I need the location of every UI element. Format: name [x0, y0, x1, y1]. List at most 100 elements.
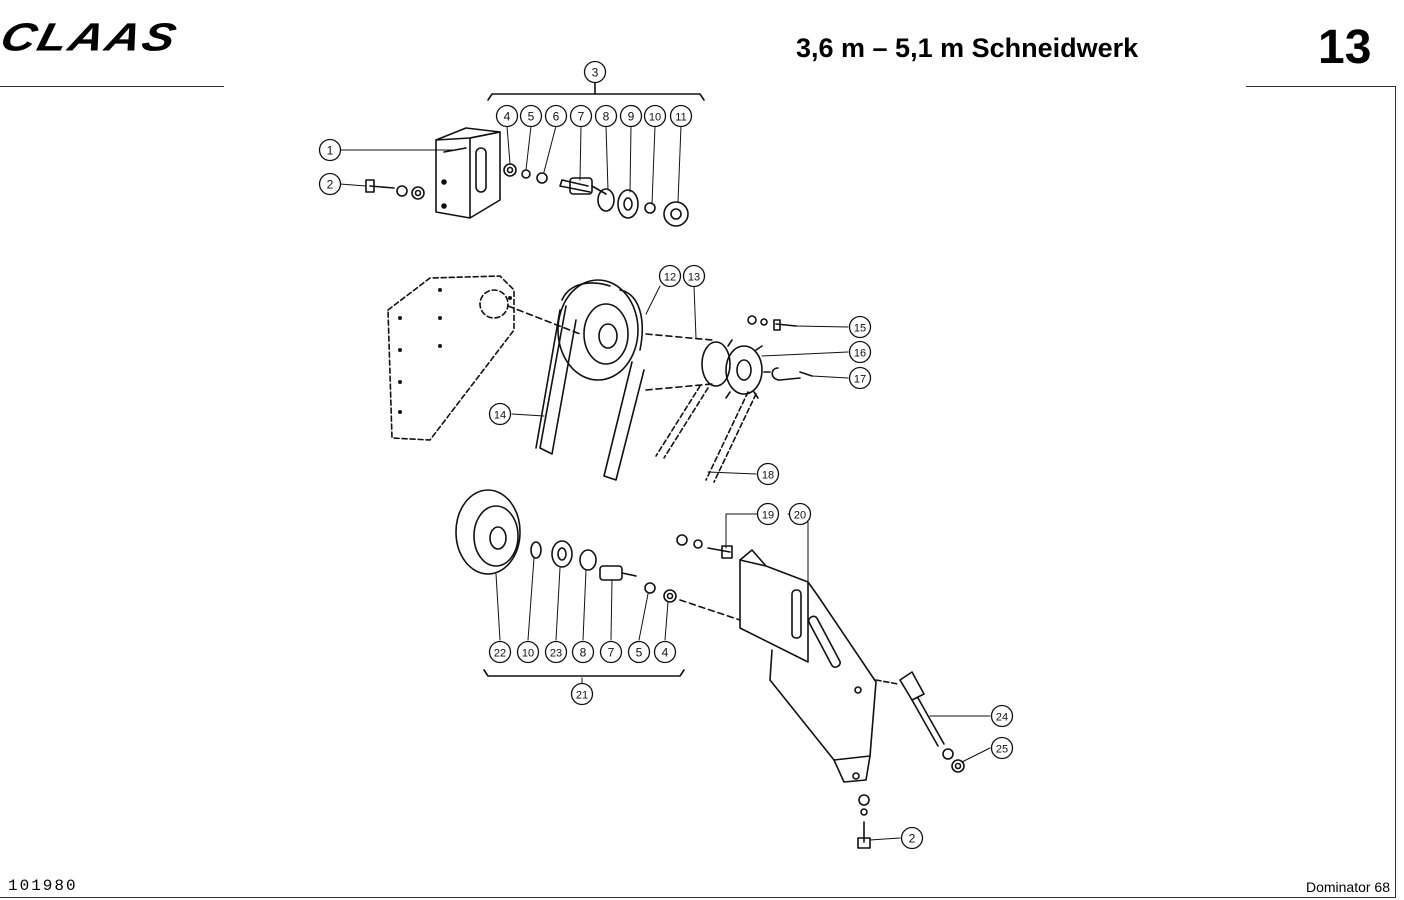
callout-circle	[619, 104, 643, 128]
callout-label: 1	[327, 144, 334, 158]
plate-holes	[398, 288, 512, 414]
callout-label: 14	[494, 410, 506, 422]
callout-circle	[488, 640, 512, 664]
page-title: 3,6 m – 5,1 m Schneidwerk	[796, 33, 1139, 63]
callout-label: 19	[762, 510, 774, 522]
callout-label: 6	[553, 110, 560, 124]
callout-label: 4	[504, 110, 511, 124]
callout-label: 22	[494, 648, 506, 660]
callout-18: 18	[756, 462, 780, 486]
callout-label: 10	[649, 112, 661, 124]
callout-1: 1	[318, 138, 342, 162]
bolt-nut-set-part-2-top	[365, 179, 425, 200]
callout-8: 8	[571, 640, 595, 664]
callout-label: 21	[576, 690, 588, 702]
chain-part-18	[655, 385, 757, 483]
callout-label: 8	[580, 646, 587, 660]
bracket-part-20	[739, 549, 877, 783]
callout-circle	[788, 502, 812, 526]
callout-label: 15	[854, 323, 866, 335]
callout-2: 2	[900, 826, 924, 850]
callout-5: 5	[519, 104, 543, 128]
mounting-plate	[387, 275, 515, 441]
callout-label: 4	[662, 646, 669, 660]
callout-label: 3	[592, 66, 599, 80]
callout-circle	[682, 264, 706, 288]
v-belt-part-14	[535, 305, 645, 481]
frame-bottom-line	[0, 897, 1396, 898]
callout-17: 17	[848, 366, 872, 390]
callout-10: 10	[516, 640, 540, 664]
kit-bracket-21	[483, 669, 685, 677]
callout-circle	[495, 104, 519, 128]
kit-bracket-3	[487, 93, 705, 101]
callout-circle	[643, 104, 667, 128]
callout-circle	[653, 640, 677, 664]
callout-label: 20	[794, 510, 806, 522]
callout-circle	[516, 640, 540, 664]
callout-15: 15	[848, 315, 872, 339]
callout-label: 18	[762, 470, 774, 482]
callout-label: 8	[603, 110, 610, 124]
callout-9: 9	[619, 104, 643, 128]
callout-circle	[594, 104, 618, 128]
bolt-nut-set-part-15	[747, 315, 797, 331]
callout-4: 4	[653, 640, 677, 664]
callout-circle	[318, 138, 342, 162]
callout-circle	[519, 104, 543, 128]
callout-label: 24	[996, 712, 1008, 724]
callout-circle	[544, 640, 568, 664]
callout-7: 7	[569, 104, 593, 128]
callout-label: 12	[664, 272, 676, 284]
callout-19: 19	[756, 502, 780, 526]
callout-circle	[544, 104, 568, 128]
callout-circle	[569, 104, 593, 128]
page-number: 13	[1318, 21, 1372, 74]
bolt-nut-set-part-2-bottom	[857, 794, 871, 849]
callout-24: 24	[990, 704, 1014, 728]
callout-10: 10	[643, 104, 667, 128]
callout-label: 17	[854, 374, 866, 386]
bolt-nut-set-part-19	[676, 534, 733, 559]
callout-label: 2	[909, 832, 916, 846]
callout-11: 11	[669, 104, 693, 128]
nut-part-25	[942, 748, 965, 773]
callout-21: 21	[570, 682, 594, 706]
callout-label: 25	[996, 744, 1008, 756]
key-part-17	[771, 367, 813, 381]
callout-16: 16	[848, 340, 872, 364]
callout-circle	[488, 402, 512, 426]
axle-centerline-middle	[507, 305, 581, 335]
callout-circle	[627, 640, 651, 664]
pulley-part-12	[557, 279, 643, 381]
frame-right-line	[1395, 86, 1396, 898]
callout-20: 20	[788, 502, 812, 526]
callout-circle	[599, 640, 623, 664]
callout-12: 12	[658, 264, 682, 288]
callout-circle	[669, 104, 693, 128]
callout-circle	[583, 60, 607, 84]
callout-circle	[990, 704, 1014, 728]
callout-circle	[756, 462, 780, 486]
callout-circle	[571, 640, 595, 664]
callout-7: 7	[599, 640, 623, 664]
callout-label: 5	[528, 110, 535, 124]
callout-circle	[848, 340, 872, 364]
model-name: Dominator 68	[1305, 879, 1390, 895]
header-rule-left	[0, 86, 224, 87]
header-rule-right	[1246, 86, 1396, 87]
callout-label: 23	[550, 648, 562, 660]
callout-4: 4	[495, 104, 519, 128]
callout-label: 10	[522, 648, 534, 660]
callout-circle	[658, 264, 682, 288]
callout-circle	[848, 366, 872, 390]
callout-23: 23	[544, 640, 568, 664]
callout-label: 2	[327, 178, 334, 192]
callout-label: 7	[608, 646, 615, 660]
tension-rod-part-24	[899, 671, 945, 747]
callout-circle	[756, 502, 780, 526]
sprocket-parts	[645, 333, 771, 399]
callout-6: 6	[544, 104, 568, 128]
